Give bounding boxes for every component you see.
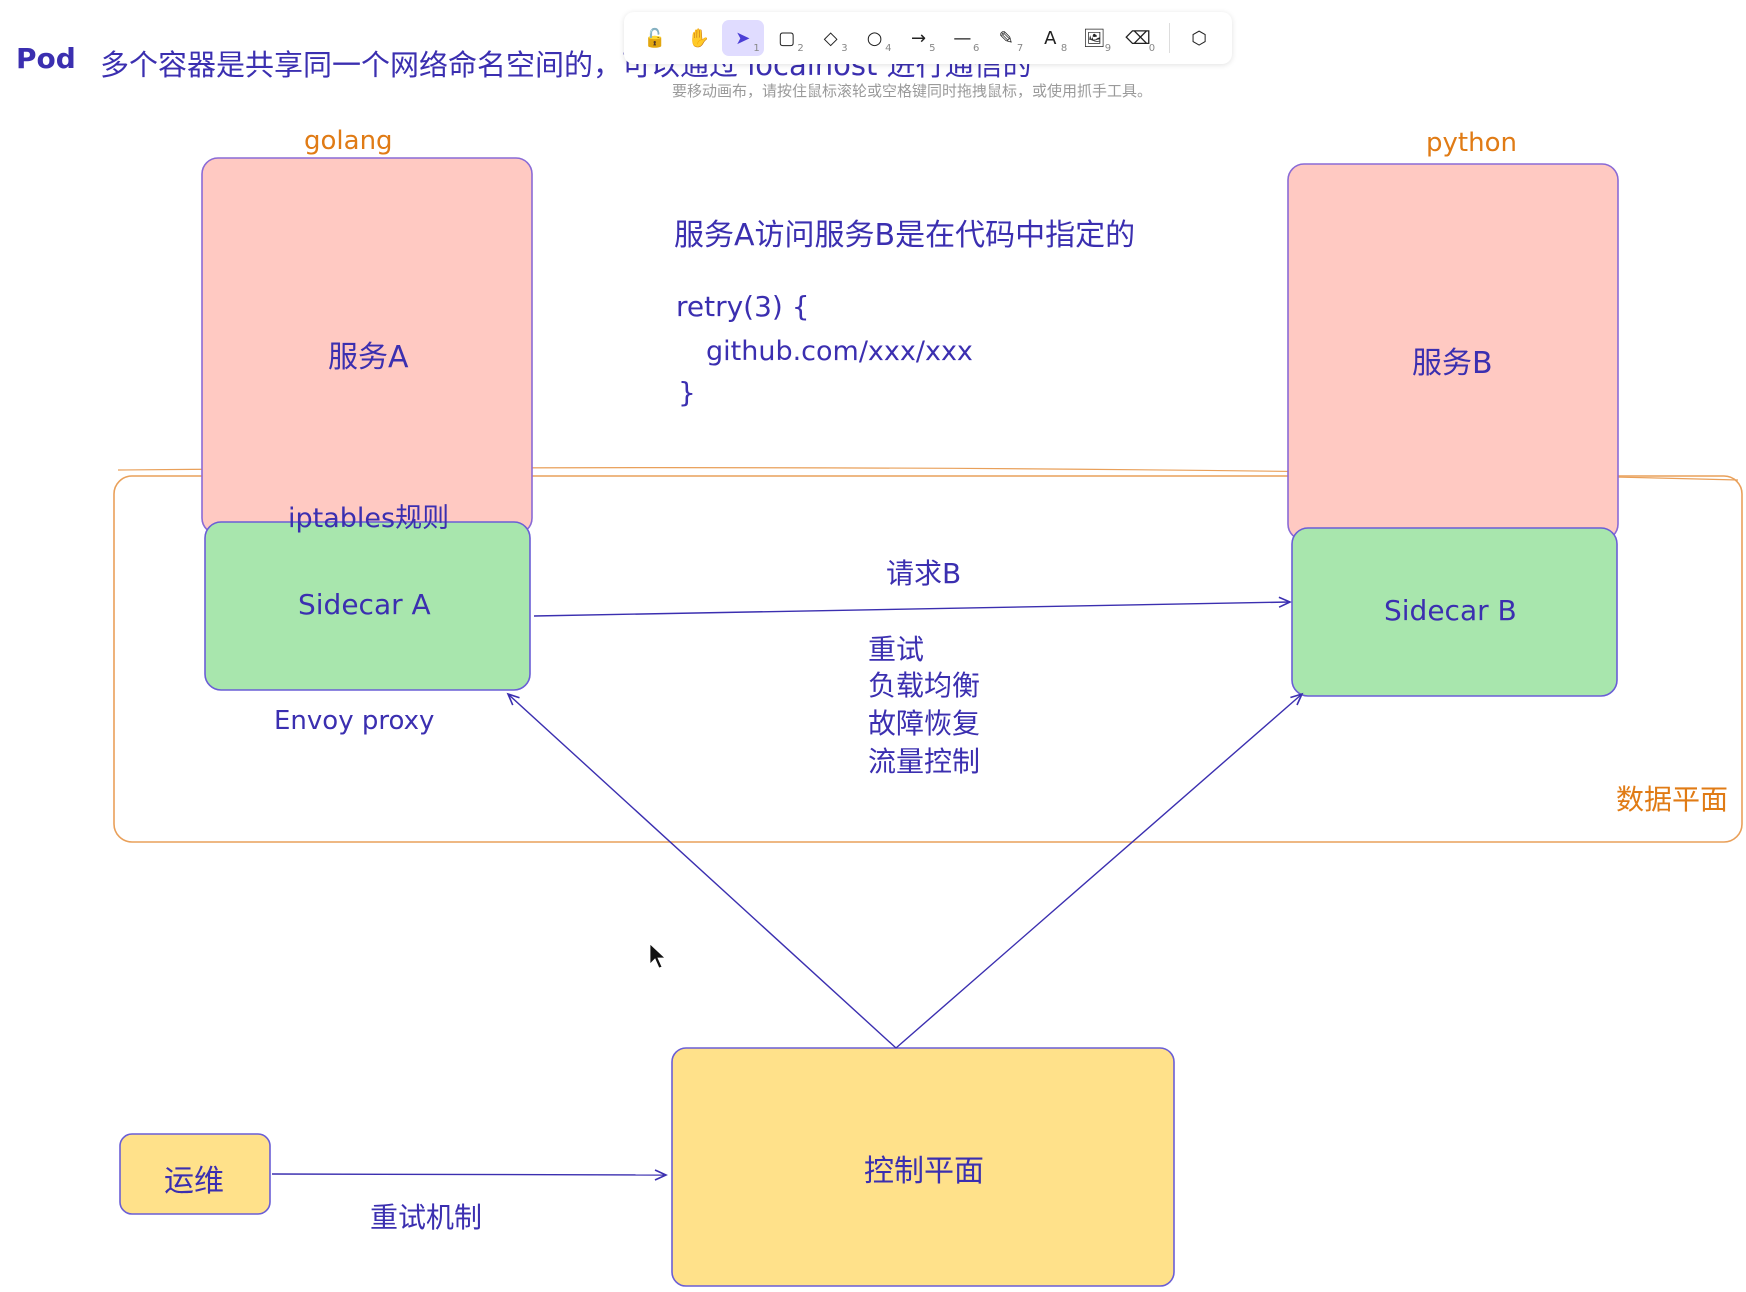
tool-shortcut-number: 2	[797, 43, 804, 54]
code-line-2: github.com/xxx/xxx	[706, 336, 973, 367]
feature-load-balancing: 负载均衡	[868, 669, 981, 702]
text-icon-glyph: A	[1044, 27, 1057, 49]
code-line-1: retry(3) {	[676, 290, 810, 323]
arrow-icon-glyph: →	[910, 27, 927, 49]
sidecar-b-label: Sidecar B	[1384, 594, 1517, 627]
diamond-icon-glyph: ◇	[823, 27, 838, 49]
eraser-icon-glyph: ⌫	[1125, 27, 1151, 49]
request-arrow[interactable]	[533, 596, 1292, 617]
toolbar-hint: 要移动画布，请按住鼠标滚轮或空格键同时拖拽鼠标，或使用抓手工具。	[672, 83, 1153, 100]
retry-mechanism-label: 重试机制	[370, 1201, 483, 1234]
image-icon[interactable]: 🖼9	[1073, 20, 1115, 56]
tool-shortcut-number: 7	[1016, 43, 1024, 54]
data-plane-label: 数据平面	[1616, 783, 1729, 816]
image-icon-glyph: 🖼	[1082, 27, 1106, 49]
iptables-label: iptables规则	[288, 503, 450, 534]
service-a-label: 服务A	[328, 340, 409, 375]
pod-label: Pod	[16, 42, 76, 75]
tool-shortcut-number: 0	[1148, 43, 1156, 54]
diamond-icon[interactable]: ◇3	[810, 20, 852, 56]
sidecar-a-label: Sidecar A	[298, 588, 431, 621]
control-to-sidecar-b-arrow[interactable]	[895, 692, 1304, 1049]
request-b-label: 请求B	[886, 557, 962, 590]
lock-icon-glyph: 🔓	[643, 27, 667, 49]
ops-arrow[interactable]	[271, 1169, 668, 1181]
line-icon[interactable]: —6	[941, 20, 983, 56]
golang-label: golang	[304, 126, 393, 156]
lock-icon[interactable]: 🔓	[634, 20, 676, 56]
envoy-proxy-label: Envoy proxy	[274, 706, 435, 736]
cursor-icon-glyph: ➤	[735, 27, 751, 49]
control-plane-box[interactable]	[671, 1047, 1175, 1287]
pencil-icon-glyph: ✎	[998, 27, 1014, 49]
ellipse-icon[interactable]: ○4	[854, 20, 896, 56]
sidecar-a-box[interactable]	[204, 521, 531, 691]
shapes-icon[interactable]: ⬡	[1178, 20, 1220, 56]
tool-shortcut-number: 4	[885, 43, 892, 54]
feature-traffic-control: 流量控制	[868, 745, 981, 778]
shapes-icon-glyph: ⬡	[1191, 27, 1207, 49]
tool-shortcut-number: 1	[753, 43, 760, 54]
code-line-3: }	[678, 376, 696, 409]
pencil-icon[interactable]: ✎7	[985, 20, 1027, 56]
tool-shortcut-number: 6	[973, 43, 980, 54]
control-to-sidecar-a-arrow[interactable]	[506, 692, 897, 1049]
sidecar-b-box[interactable]	[1291, 527, 1618, 697]
ops-label: 运维	[164, 1164, 224, 1199]
line-icon-glyph: —	[953, 27, 972, 49]
tool-shortcut-number: 8	[1060, 43, 1068, 54]
eraser-icon[interactable]: ⌫0	[1117, 20, 1159, 56]
rectangle-icon[interactable]: ▢2	[766, 20, 808, 56]
mouse-cursor-icon	[649, 943, 667, 969]
data-plane-frame[interactable]	[113, 475, 1743, 843]
toolbar-separator	[1169, 23, 1171, 53]
tool-shortcut-number: 5	[929, 43, 936, 54]
tool-shortcut-number: 3	[841, 43, 848, 54]
python-label: python	[1426, 128, 1517, 158]
hand-icon-glyph: ✋	[687, 27, 711, 49]
control-plane-label: 控制平面	[864, 1154, 984, 1189]
tool-shortcut-number: 9	[1104, 43, 1112, 54]
service-b-label: 服务B	[1412, 346, 1493, 381]
rectangle-icon-glyph: ▢	[778, 27, 796, 49]
cursor-icon[interactable]: ➤1	[721, 20, 764, 56]
ops-box[interactable]	[119, 1133, 271, 1215]
arrow-icon[interactable]: →5	[898, 20, 940, 56]
feature-retry: 重试	[868, 633, 925, 666]
ellipse-icon-glyph: ○	[866, 27, 883, 49]
hand-icon[interactable]: ✋	[678, 20, 720, 56]
feature-fault-recovery: 故障恢复	[868, 707, 981, 740]
note-title: 服务A访问服务B是在代码中指定的	[674, 218, 1136, 253]
